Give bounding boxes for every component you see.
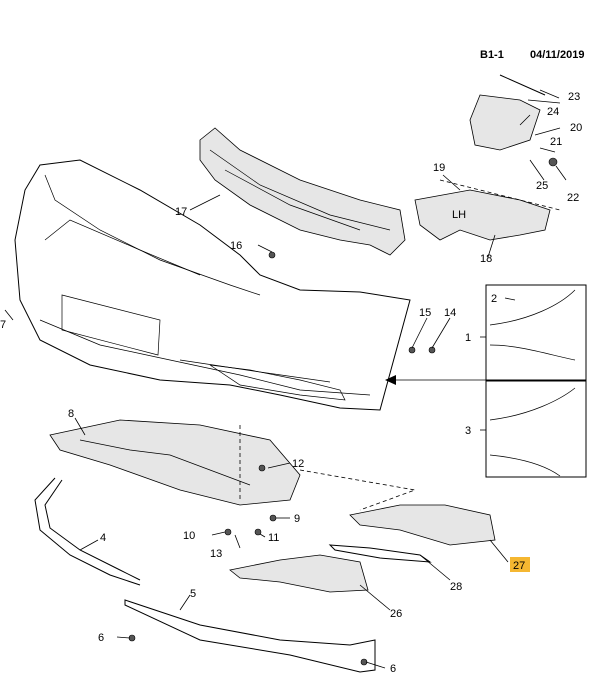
callout-27-highlight bbox=[510, 557, 530, 572]
part-marking-lh: LH bbox=[452, 209, 466, 221]
callout-13: 13 bbox=[210, 548, 222, 560]
callout-6-b: 6 bbox=[390, 663, 396, 675]
grille-part-27[interactable] bbox=[349, 504, 496, 546]
screw-16 bbox=[268, 251, 276, 259]
energy-absorber-part-17[interactable] bbox=[199, 127, 406, 256]
callout-16: 16 bbox=[230, 240, 242, 252]
spoiler-edge bbox=[44, 479, 141, 581]
fastener-22 bbox=[548, 157, 558, 167]
callout-21: 21 bbox=[550, 136, 562, 148]
bracket-part-18[interactable]: LH bbox=[414, 189, 551, 241]
callout-17: 17 bbox=[175, 206, 187, 218]
lower-lip-part-5[interactable] bbox=[124, 599, 376, 673]
callout-26: 26 bbox=[390, 608, 402, 620]
bumper-fascia[interactable] bbox=[14, 159, 411, 411]
alignment-line bbox=[299, 469, 417, 511]
screw-10 bbox=[224, 528, 232, 536]
callout-27[interactable]: 27 bbox=[513, 560, 525, 572]
callout-9: 9 bbox=[294, 513, 300, 525]
detail-inset-1 bbox=[485, 284, 587, 381]
nut-11 bbox=[254, 528, 262, 536]
screw-9 bbox=[269, 514, 277, 522]
diagram-date: 04/11/2019 bbox=[530, 49, 584, 61]
callout-7: 7 bbox=[0, 319, 6, 331]
callout-18: 18 bbox=[480, 253, 492, 265]
callout-19: 19 bbox=[433, 162, 445, 174]
callout-14: 14 bbox=[444, 307, 456, 319]
callout-5: 5 bbox=[190, 588, 196, 600]
underbody-shield-part-8[interactable] bbox=[49, 419, 301, 506]
callout-2: 2 bbox=[491, 293, 497, 305]
screw-14 bbox=[428, 346, 436, 354]
callout-12: 12 bbox=[292, 458, 304, 470]
callout-4: 4 bbox=[100, 532, 106, 544]
callout-10: 10 bbox=[183, 530, 195, 542]
clip-12 bbox=[258, 464, 266, 472]
spoiler-part-4[interactable] bbox=[34, 477, 141, 586]
callout-6: 6 bbox=[98, 632, 104, 644]
callout-20: 20 bbox=[570, 122, 582, 134]
callouts: 1 2 3 4 5 6 6 7 8 9 10 11 12 13 14 15 16… bbox=[0, 91, 582, 675]
bracket-part-20[interactable] bbox=[469, 74, 546, 151]
detail-inset-3 bbox=[485, 380, 587, 478]
trim-part-28[interactable] bbox=[328, 544, 432, 563]
nut-15 bbox=[408, 346, 416, 354]
leader-lines bbox=[4, 89, 567, 669]
callout-28: 28 bbox=[450, 581, 462, 593]
callout-22: 22 bbox=[567, 192, 579, 204]
callout-11: 11 bbox=[268, 532, 279, 544]
callout-15: 15 bbox=[419, 307, 431, 319]
callout-24: 24 bbox=[547, 106, 559, 118]
callout-25: 25 bbox=[536, 180, 548, 192]
grille-part-26[interactable] bbox=[229, 554, 369, 593]
callout-23: 23 bbox=[568, 91, 580, 103]
callout-1: 1 bbox=[465, 332, 471, 344]
callout-3: 3 bbox=[465, 425, 471, 437]
sheet-number: B1-1 bbox=[480, 49, 504, 61]
arrow-head-icon bbox=[385, 375, 396, 385]
callout-8: 8 bbox=[68, 408, 74, 420]
